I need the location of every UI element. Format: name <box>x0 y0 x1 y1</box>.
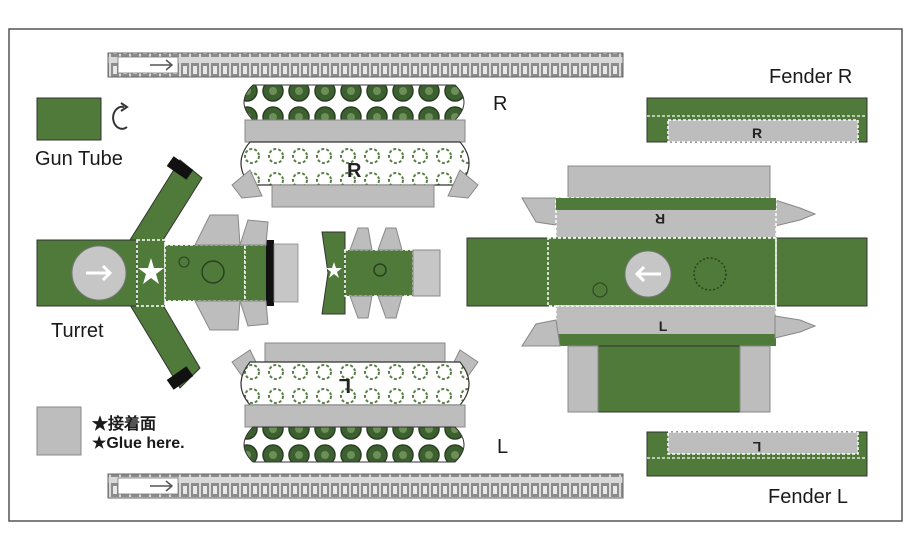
gun-tube-label: Gun Tube <box>35 148 123 170</box>
track-r-label: R <box>493 93 508 115</box>
fender-l-mark: L <box>752 439 761 455</box>
tread-l-mark: L <box>339 374 351 396</box>
suspension-l-piece <box>231 342 479 463</box>
arrow-right-icon <box>150 480 174 492</box>
arrow-left-icon <box>634 265 661 283</box>
track-l-label: L <box>497 436 509 458</box>
glue-label-jp: ★接着面 <box>92 416 157 433</box>
hull-piece <box>466 165 868 413</box>
fender-r-mark: R <box>752 125 762 141</box>
track-strip-top <box>107 52 624 78</box>
glue-swatch <box>36 406 82 456</box>
track-strip-bottom <box>107 473 624 499</box>
hull-r-mark: R <box>655 211 665 227</box>
star-icon <box>138 258 164 284</box>
glue-label-en: ★Glue here. <box>92 435 185 452</box>
rotate-arrow-icon <box>112 105 128 130</box>
star-icon <box>326 262 342 278</box>
tread-r-mark: R <box>347 160 362 182</box>
arrow-right-icon <box>86 264 113 282</box>
gun-tube-piece <box>36 97 129 141</box>
fender-r-piece <box>646 97 868 143</box>
arrow-right-icon <box>150 59 174 71</box>
fender-l-label: Fender L <box>768 486 849 508</box>
hull-l-mark: L <box>659 318 668 334</box>
turret-piece <box>36 156 299 390</box>
suspension-r-piece <box>231 84 479 208</box>
turret-label: Turret <box>51 320 104 342</box>
mantlet-piece <box>321 227 441 319</box>
fender-l-piece <box>646 431 868 477</box>
fender-r-label: Fender R <box>769 66 853 88</box>
